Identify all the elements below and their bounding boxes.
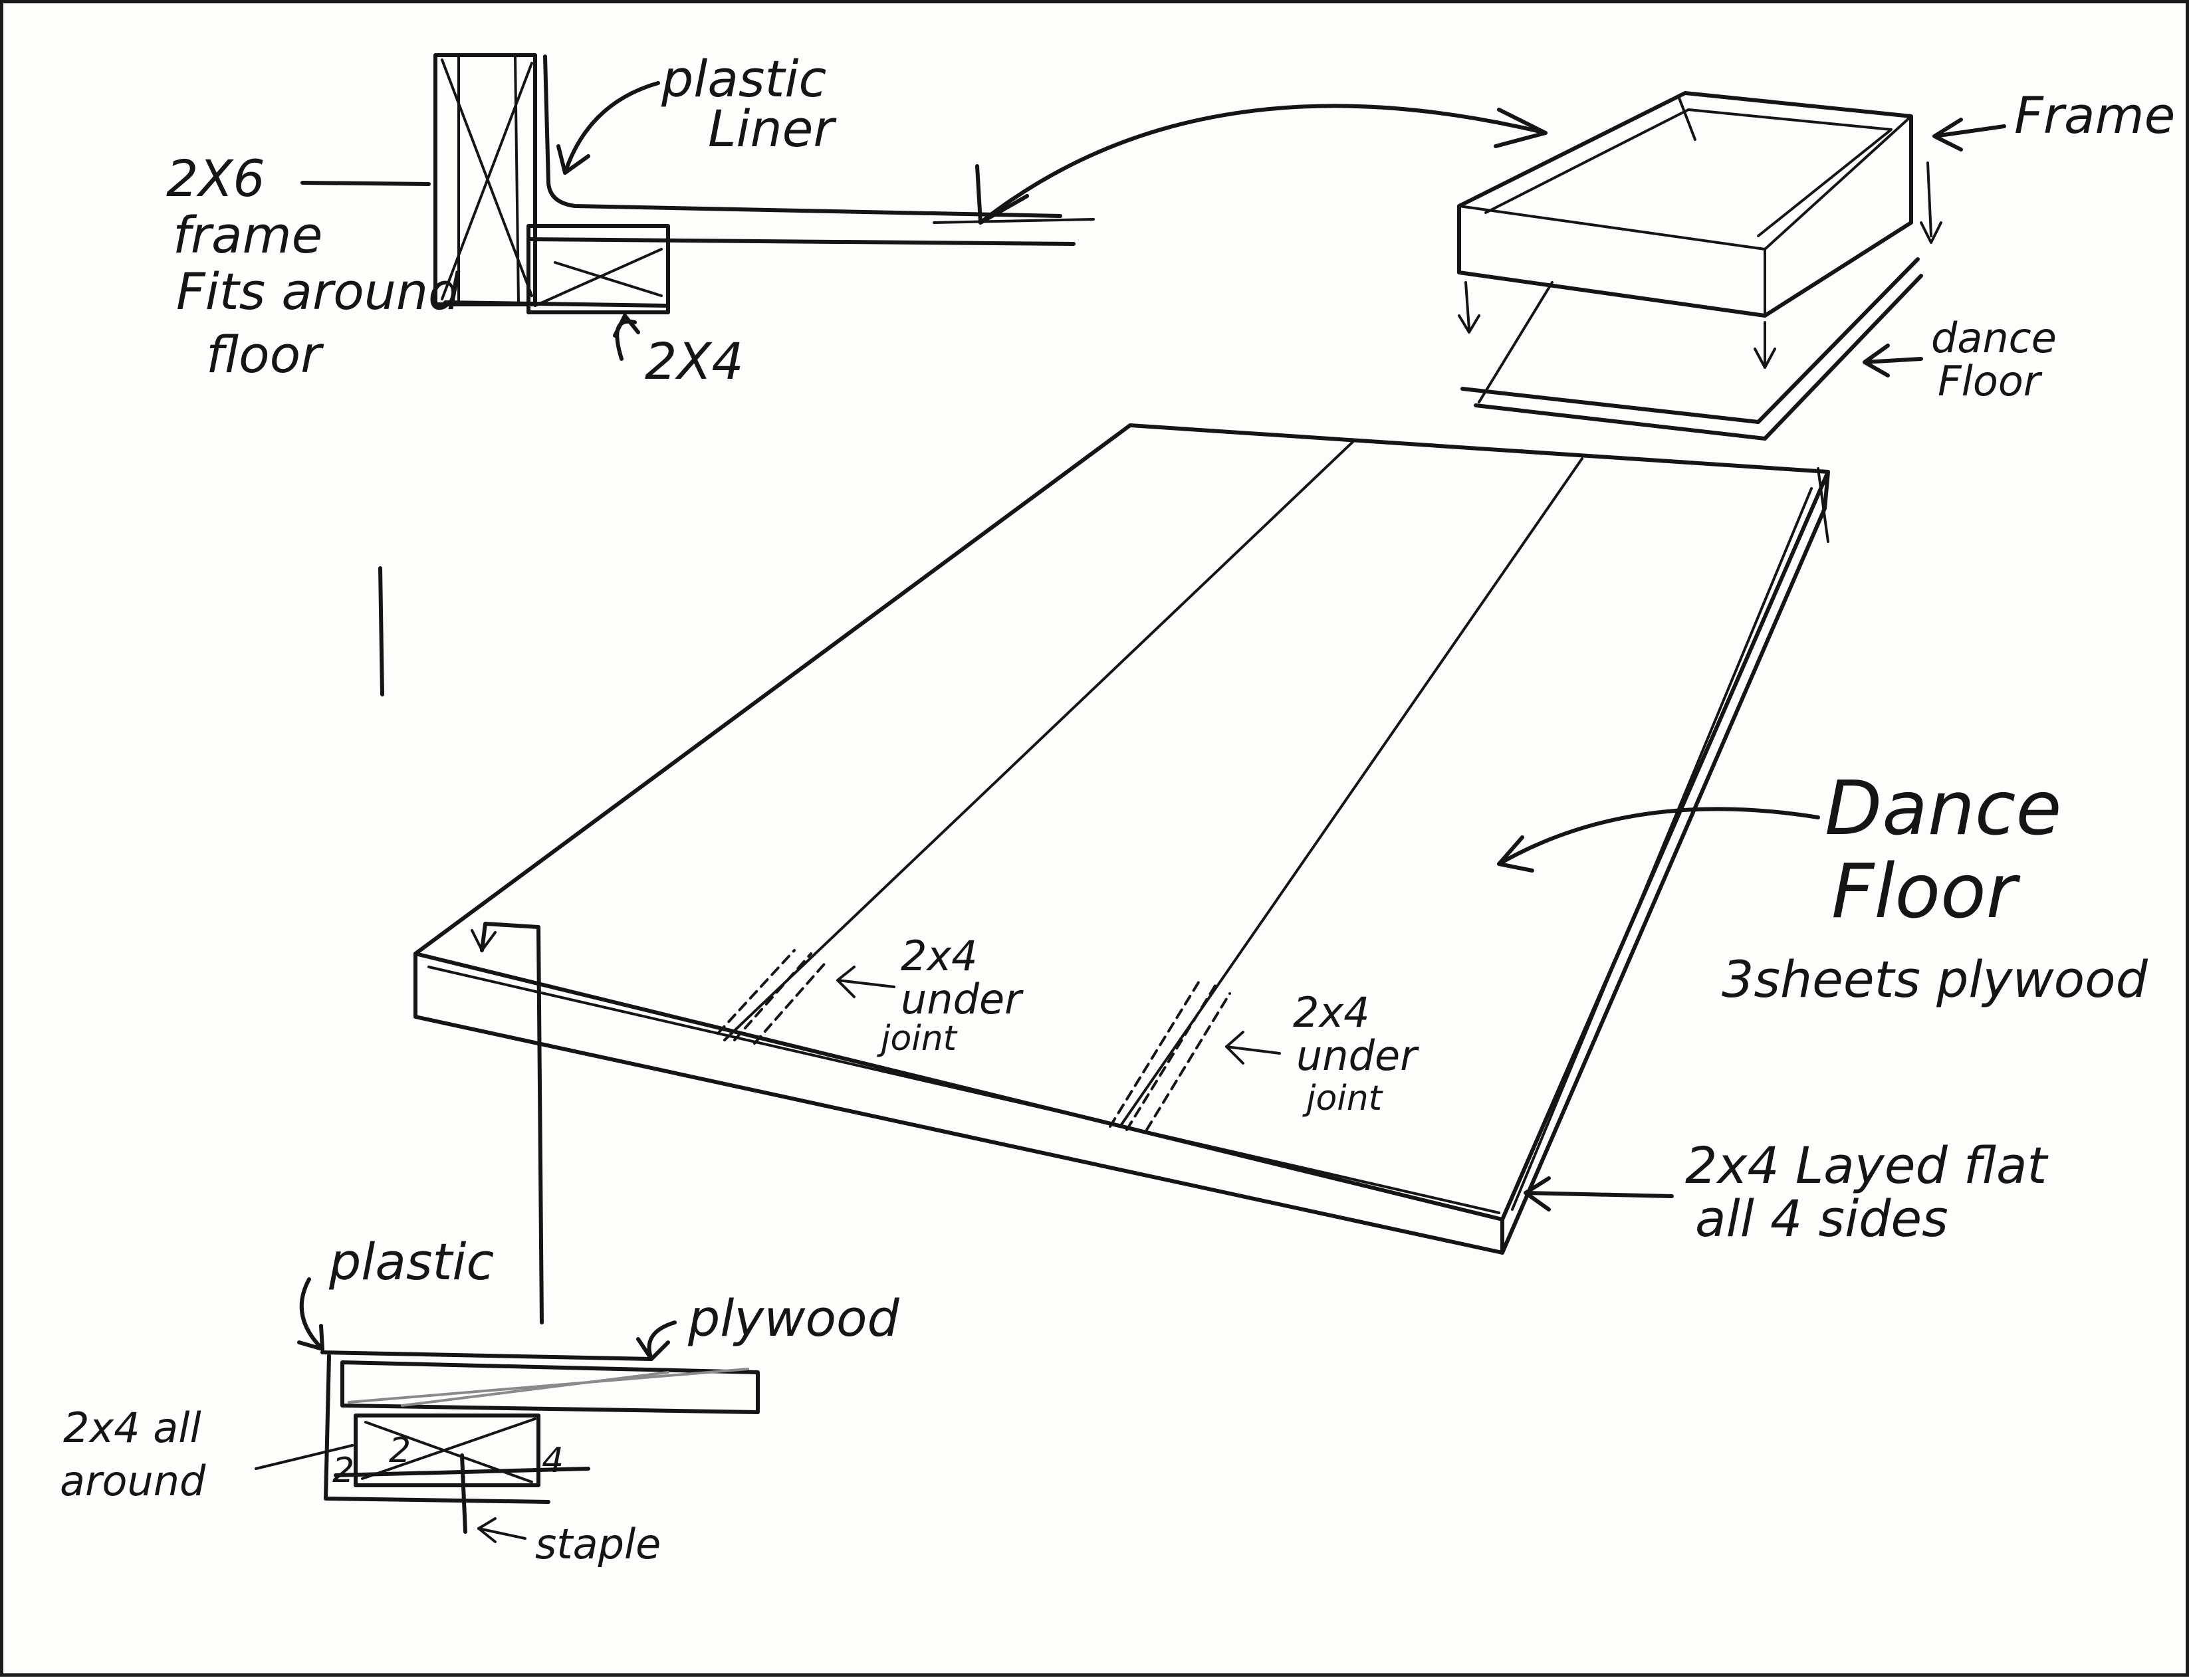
- joint-under-right: [1109, 979, 1231, 1131]
- down-arrow-mid: [1754, 321, 1776, 369]
- link-arrow-curve: [979, 104, 1548, 225]
- frame-edges: [1458, 115, 1912, 317]
- frame-label: frame: [173, 205, 322, 264]
- link-arrowhead-right: [1494, 108, 1548, 148]
- dance-small-label: dance: [1931, 314, 2057, 362]
- dance-main-label: Dance: [1825, 766, 2061, 852]
- plywood-board: [340, 1360, 760, 1414]
- dance-floor-sketch: plastic Liner 2X6 frame Fits around floo…: [60, 49, 2175, 1568]
- edge-note-label-2: all 4 sides: [1695, 1189, 1948, 1248]
- plastic-liner-line: [543, 54, 1062, 218]
- joint-arrow-right: [1225, 1031, 1281, 1065]
- floor-side-inner: [1511, 487, 1813, 1211]
- floor-leader-right: [1863, 344, 1923, 377]
- plywood-hatch: [348, 1368, 749, 1407]
- all-around-label-2: around: [60, 1457, 206, 1505]
- section-number-4: 4: [542, 1441, 564, 1481]
- down-arrow-left: [1458, 281, 1480, 334]
- liner-label: Liner: [708, 99, 837, 158]
- seam-left: [723, 441, 1354, 1041]
- staple-label: staple: [535, 1520, 661, 1568]
- stray-mark: [378, 566, 384, 696]
- all-around-label-1: 2x4 all: [63, 1404, 201, 1452]
- plywood-leader: [636, 1320, 677, 1361]
- floor-top-surface: [413, 423, 1830, 1221]
- floor-label: floor: [206, 325, 324, 384]
- plastic-line: [320, 1350, 653, 1361]
- all-around-leader: [255, 1444, 354, 1470]
- frame-outline: [1457, 91, 1913, 318]
- dance-floor-arrow: [1497, 807, 1820, 873]
- fits-around-label: Fits around: [176, 262, 461, 321]
- frame-right-label: Frame: [2014, 86, 2175, 145]
- liner-trail: [933, 218, 1095, 224]
- plastic-bottom-label: plastic: [328, 1232, 494, 1291]
- frame-base: [443, 300, 670, 308]
- frame-x-marks: [441, 55, 533, 304]
- main-dance-floor: Dance Floor 3sheets plywood 2x4 under jo…: [413, 423, 2148, 1255]
- frame-leader-right: [1932, 118, 2006, 152]
- floor-slab-left: [1478, 281, 1554, 403]
- frame-leader: [300, 181, 431, 186]
- frame-section-detail: plastic Liner 2X6 frame Fits around floo…: [166, 49, 1095, 391]
- section-two-by-four: [354, 1414, 540, 1487]
- link-arrowhead-left: [975, 164, 1029, 225]
- joint-left-label-3: joint: [877, 1019, 958, 1059]
- plywood-sheets-label: 3sheets plywood: [1722, 950, 2148, 1009]
- joint-right-label-2: under: [1296, 1031, 1419, 1080]
- floor-slab-top: [1460, 257, 1920, 424]
- joint-left-label-1: 2x4: [901, 932, 978, 980]
- plastic-wrap: [324, 1354, 550, 1504]
- liner-leader: [556, 81, 660, 175]
- plastic-leader: [297, 1277, 324, 1351]
- plastic-label: plastic: [661, 49, 826, 108]
- section-link-arrow: [480, 922, 544, 1324]
- section-link-arrowhead: [471, 929, 497, 952]
- floor-corner-tick: [1817, 467, 1829, 543]
- frame-assembly-view: Frame dance Floor: [1457, 86, 2175, 441]
- floor-small-label: Floor: [1938, 357, 2043, 405]
- two-by-four-leader: [613, 314, 640, 361]
- joint-right-label-1: 2x4: [1293, 988, 1370, 1037]
- two-by-four-block: [526, 224, 670, 314]
- edge-arrow: [1524, 1176, 1674, 1211]
- staple-leader: [477, 1517, 526, 1543]
- joint-right-label-3: joint: [1302, 1079, 1383, 1118]
- block-x-marks: [534, 248, 663, 307]
- joint-under-left: [717, 949, 829, 1045]
- floor-top-line: [526, 237, 1076, 246]
- frame-corner: [1677, 95, 1696, 141]
- plywood-bottom-label: plywood: [687, 1289, 899, 1348]
- two-by-six-label: 2X6: [166, 149, 265, 208]
- floor-slab-bottom: [1474, 274, 1923, 441]
- edge-section-detail: plastic plywood 2x4 all around staple 2 …: [60, 1232, 899, 1568]
- floor-front-inner: [427, 966, 1500, 1214]
- two-by-four-label: 2X4: [645, 332, 744, 391]
- edge-note-label-1: 2x4 Layed flat: [1685, 1136, 2049, 1195]
- frame-inner-edges: [1484, 108, 1893, 237]
- section-number-2: 2: [389, 1431, 411, 1471]
- floor-main-label: Floor: [1831, 849, 2021, 935]
- joint-arrow-left: [836, 966, 895, 998]
- floor-front-edge: [413, 952, 1504, 1255]
- joint-left-label-2: under: [901, 975, 1024, 1023]
- staple-mark: [460, 1453, 467, 1534]
- section-number-2-left: 2: [332, 1451, 354, 1491]
- down-arrow-right: [1920, 161, 1942, 244]
